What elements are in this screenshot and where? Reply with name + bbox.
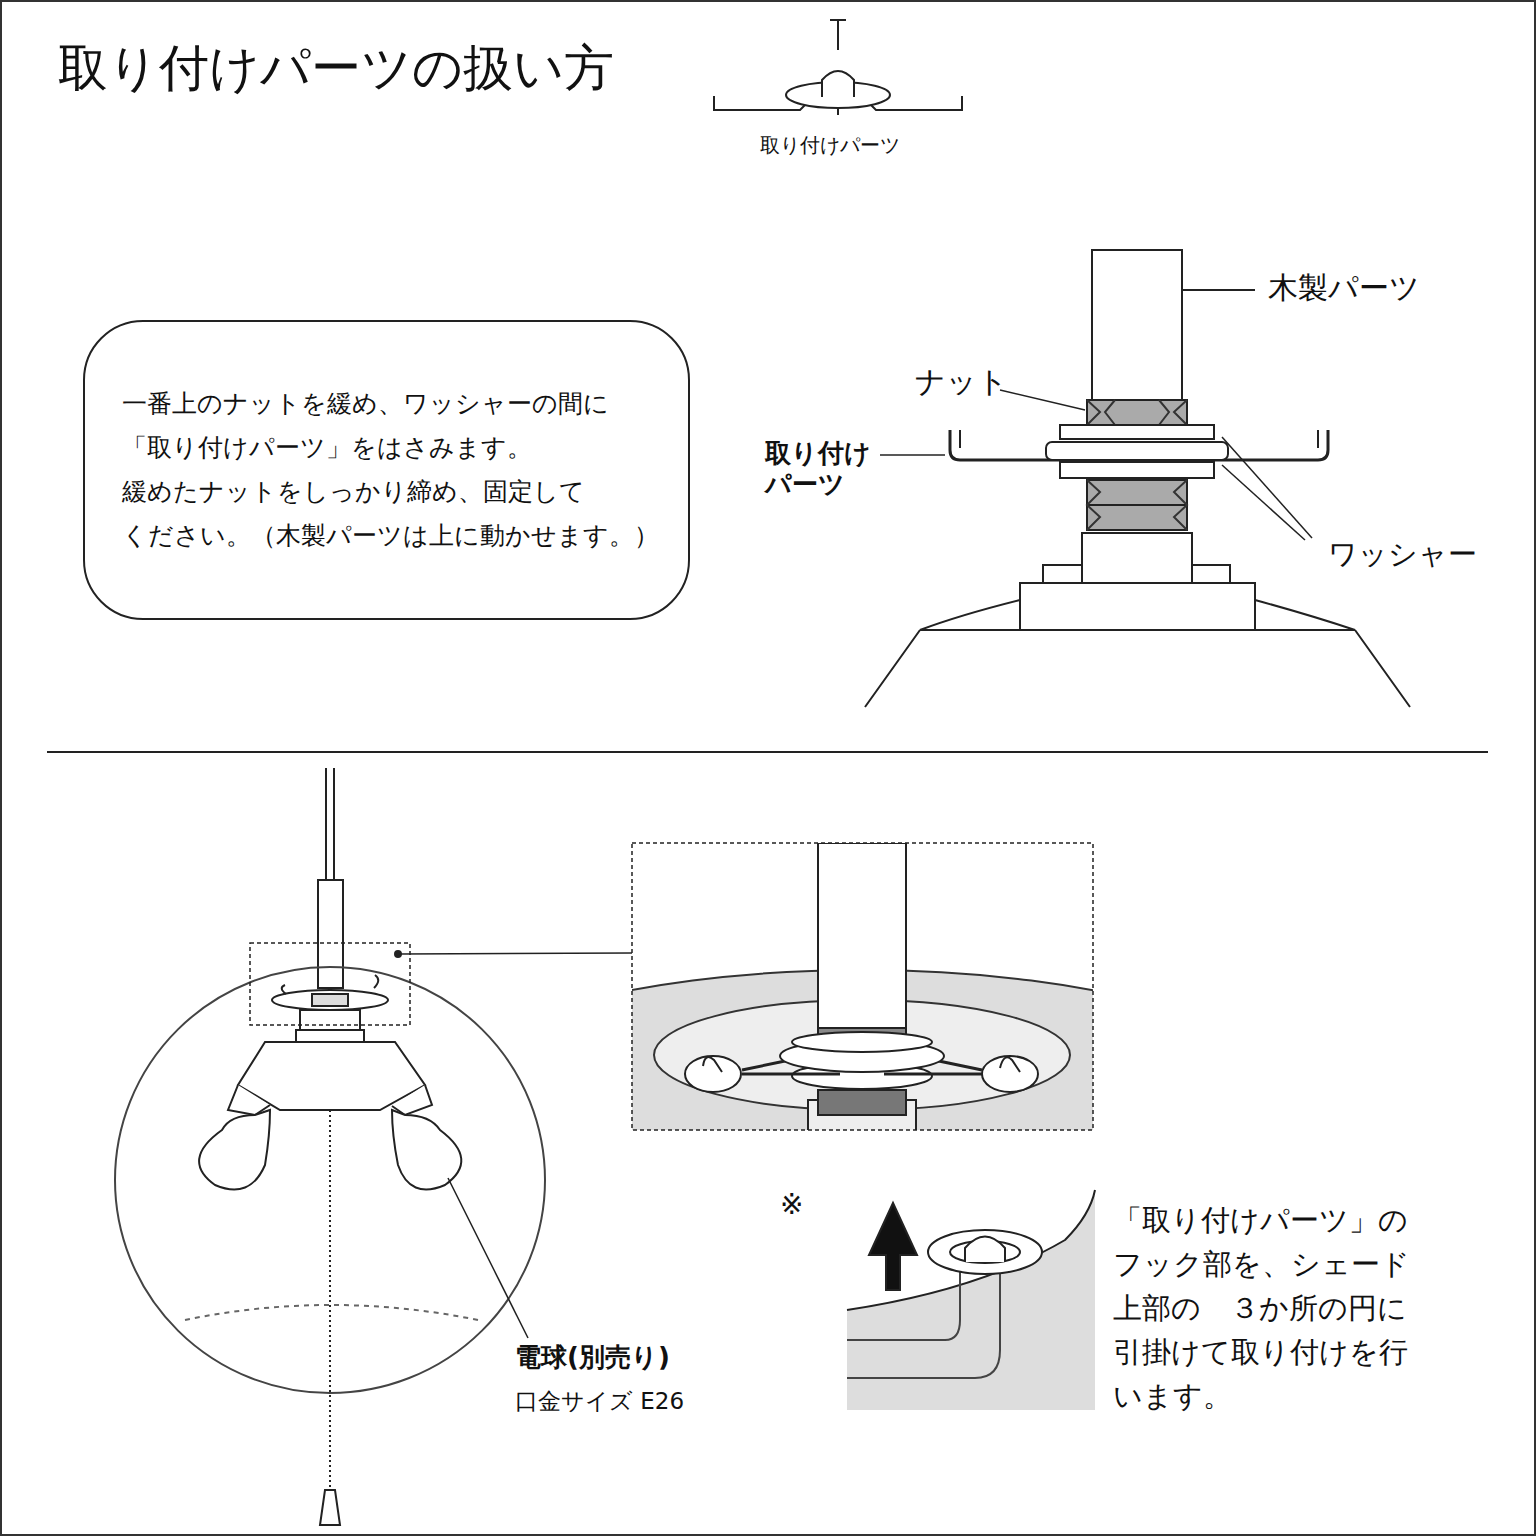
- title: 取り付けパーツの扱い方: [58, 38, 614, 98]
- part-label: 取り付けパーツ: [760, 133, 900, 157]
- spec-label: 口金サイズ E26: [515, 1388, 684, 1416]
- instruction-text: 一番上のナットを緩め、ワッシャーの間に 「取り付けパーツ」をはさみます。 緩めた…: [122, 382, 661, 558]
- part-label: ナット: [915, 364, 1008, 400]
- note-mark: ※: [780, 1188, 803, 1222]
- note-text: 「取り付けパーツ」の フック部を、シェード 上部の ３か所の円に 引掛けて取り付…: [1113, 1198, 1431, 1418]
- instruction-box: 一番上のナットを緩め、ワッシャーの間に 「取り付けパーツ」をはさみます。 緩めた…: [83, 320, 690, 620]
- part-label: 電球(別売り): [515, 1342, 670, 1373]
- part-label: ワッシャー: [1328, 537, 1477, 572]
- part-label: 取り付け パーツ: [765, 438, 877, 500]
- part-label: 木製パーツ: [1268, 270, 1420, 306]
